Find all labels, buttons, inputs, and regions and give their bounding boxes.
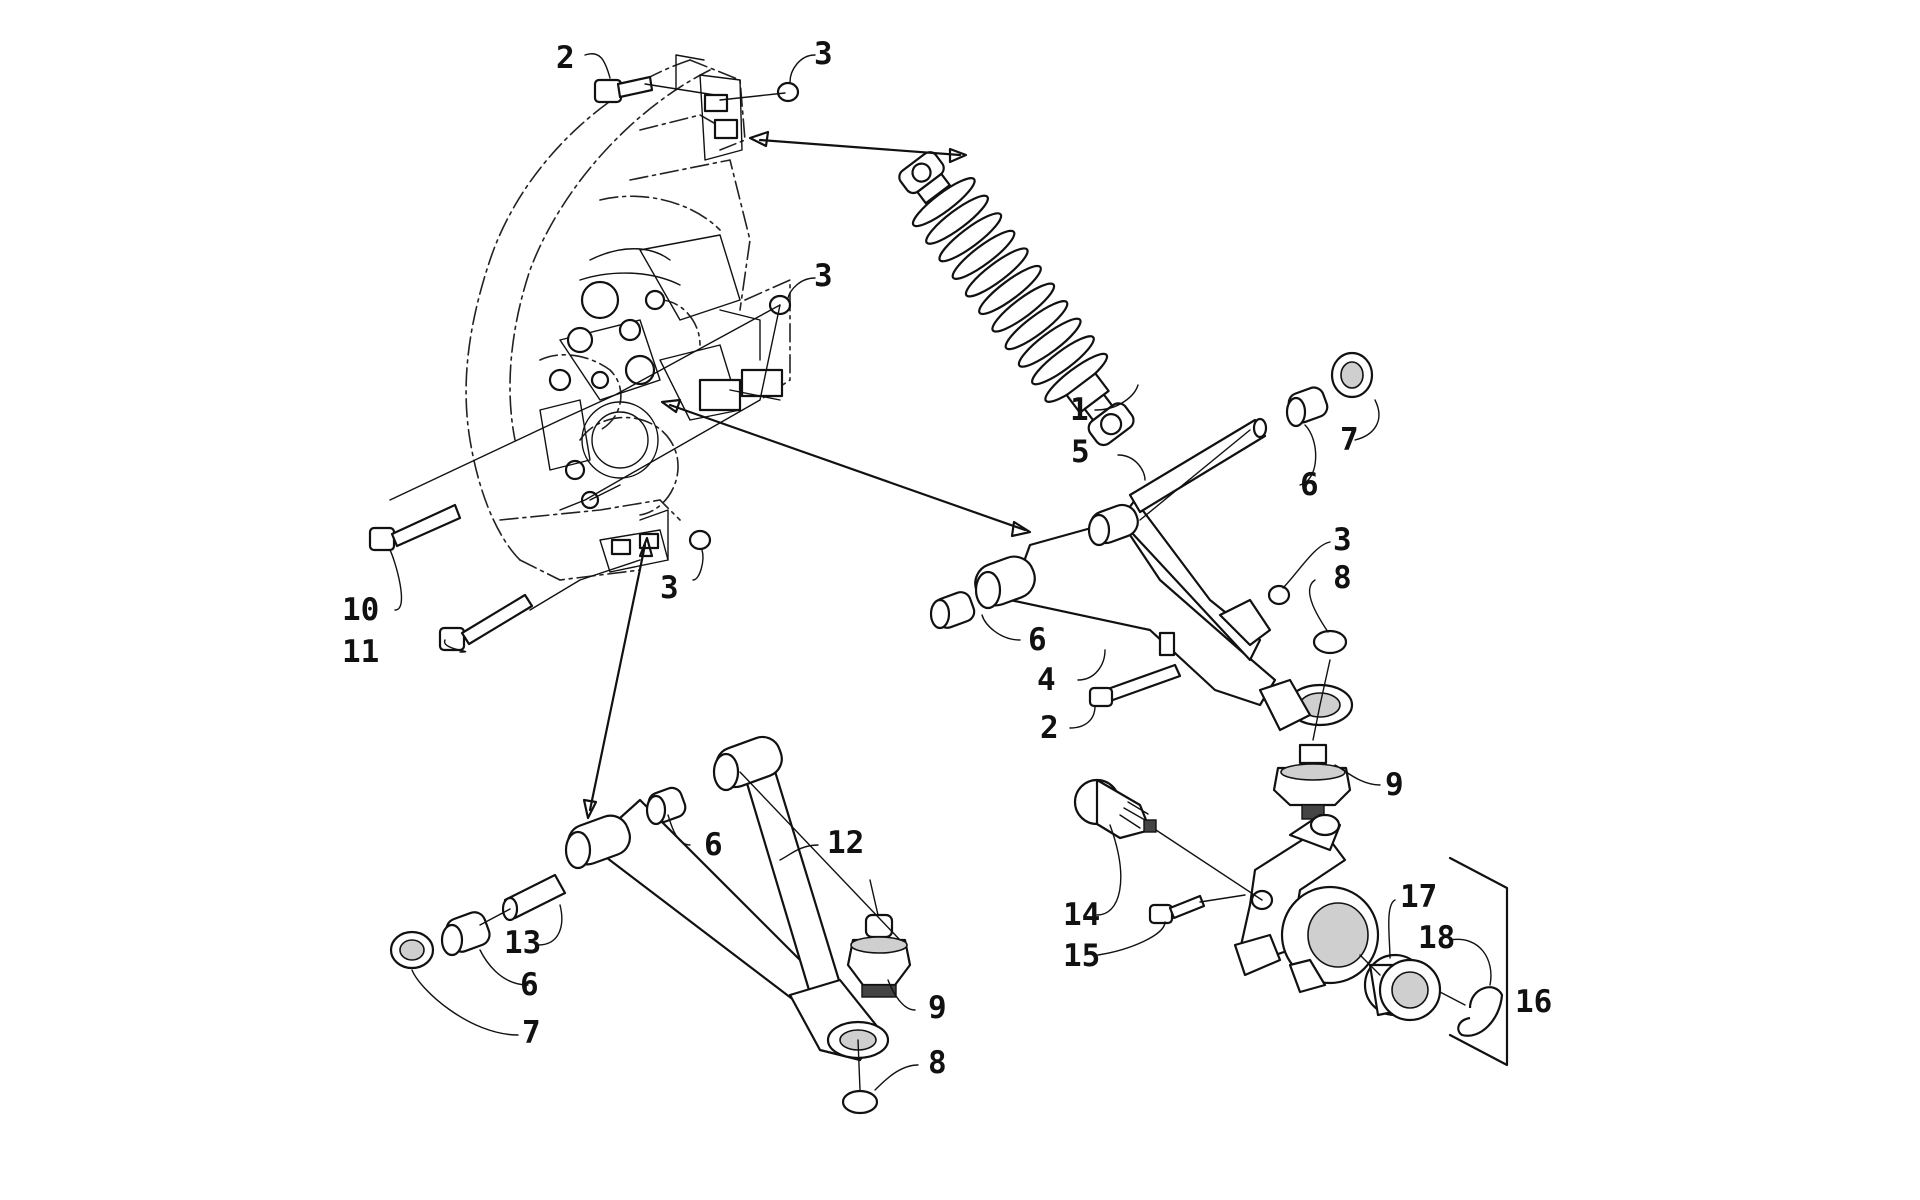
steering-knuckle xyxy=(1233,813,1380,994)
bolt-2-top xyxy=(593,75,654,104)
bushing-lower-left xyxy=(440,911,491,957)
lower-ball-joint xyxy=(846,913,912,998)
callout-15: 15 xyxy=(1063,938,1100,974)
callout-8-upper: 8 xyxy=(1333,560,1352,596)
frame-brackets xyxy=(539,74,784,573)
nut-3-top xyxy=(776,81,800,103)
callout-6-lower-left: 6 xyxy=(520,967,539,1003)
callout-6-upper-right: 6 xyxy=(1300,467,1319,503)
spindle xyxy=(1073,778,1263,901)
wheel-bearing xyxy=(1363,953,1442,1022)
callout-17: 17 xyxy=(1400,879,1437,915)
callout-1: 1 xyxy=(1070,392,1089,428)
snap-ring-lower xyxy=(841,1089,879,1115)
callout-12: 12 xyxy=(827,825,864,861)
callout-3-mid: 3 xyxy=(814,258,833,294)
callout-6-upper-left: 6 xyxy=(1028,622,1047,658)
callout-7-lower: 7 xyxy=(522,1015,541,1051)
upper-pivot-shaft xyxy=(1128,417,1268,514)
lower-a-arm xyxy=(564,735,890,1062)
bearing-snap-ring xyxy=(1457,986,1504,1037)
nut-3-lower xyxy=(688,529,712,551)
callout-9-lower: 9 xyxy=(928,990,947,1026)
callout-3-lower: 3 xyxy=(660,570,679,606)
bushing-lower-right xyxy=(645,786,687,826)
leader-lines xyxy=(389,54,1509,1091)
callout-4: 4 xyxy=(1037,662,1056,698)
bushing-upper-left xyxy=(929,591,976,630)
bushing-upper-right xyxy=(1285,386,1329,428)
callout-5: 5 xyxy=(1071,434,1090,470)
cap-upper xyxy=(1330,351,1374,399)
shock-coil-spring xyxy=(911,177,1109,403)
callout-2-arm: 2 xyxy=(1040,710,1059,746)
snap-ring-upper xyxy=(1312,629,1348,655)
callout-9-upper: 9 xyxy=(1385,767,1404,803)
shock-absorber xyxy=(898,151,1135,447)
callout-8-lower: 8 xyxy=(928,1045,947,1081)
callout-curves xyxy=(389,53,1492,1091)
bolt-upper-arm xyxy=(1088,663,1182,708)
callout-6-lower-right: 6 xyxy=(704,827,723,863)
bolt-10 xyxy=(368,503,462,552)
callout-2-top: 2 xyxy=(556,40,575,76)
nut-upper-arm xyxy=(1267,584,1291,606)
callout-16: 16 xyxy=(1515,984,1552,1020)
cap-lower xyxy=(389,930,435,970)
knuckle-bolt xyxy=(1148,894,1206,925)
callout-3-upper-arm: 3 xyxy=(1333,522,1352,558)
callout-18: 18 xyxy=(1418,920,1455,956)
bolt-11 xyxy=(438,593,534,652)
lower-pivot-shaft xyxy=(501,873,567,922)
upper-ball-joint xyxy=(1272,743,1352,820)
callout-10: 10 xyxy=(342,592,379,628)
callout-labels: 1 2 2 3 3 3 3 4 5 6 6 6 6 7 7 8 8 9 9 10… xyxy=(342,36,1552,1081)
callout-13: 13 xyxy=(504,925,541,961)
callout-3-top: 3 xyxy=(814,36,833,72)
callout-14: 14 xyxy=(1063,897,1100,933)
upper-a-arm xyxy=(974,498,1354,732)
callout-11: 11 xyxy=(342,634,379,670)
callout-7-upper: 7 xyxy=(1340,422,1359,458)
